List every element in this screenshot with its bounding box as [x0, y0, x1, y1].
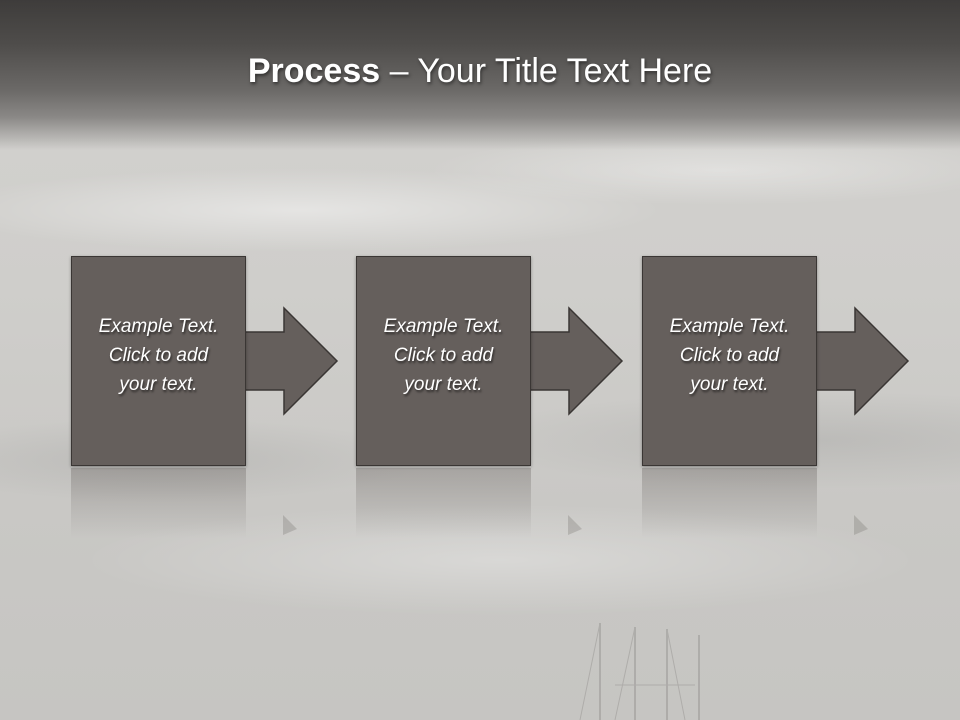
step-3-line-2: Click to add — [679, 345, 780, 366]
step-3-reflection — [642, 468, 817, 538]
sailboat-masts-decoration — [579, 622, 700, 720]
process-step-2[interactable]: Example Text. Click to add your text. — [356, 256, 531, 466]
step-2-line-1: Example Text. — [383, 316, 504, 337]
step-1-text[interactable]: Example Text. Click to add your text. — [72, 312, 245, 399]
step-2-reflection — [356, 468, 531, 538]
process-step-1[interactable]: Example Text. Click to add your text. — [71, 256, 246, 466]
step-3-line-1: Example Text. — [669, 316, 790, 337]
title-band — [0, 0, 960, 150]
title-bold: Process — [247, 52, 381, 90]
arrow-right-icon — [812, 306, 910, 416]
arrow-reflection-icon — [568, 515, 582, 535]
step-1-line-1: Example Text. — [98, 316, 219, 337]
step-2-line-3: your text. — [404, 374, 483, 395]
step-1-line-2: Click to add — [108, 345, 209, 366]
arrow-reflection-icon — [854, 515, 868, 535]
title-rest: – Your Title Text Here — [380, 52, 713, 90]
arrow-reflection-icon — [283, 515, 297, 535]
step-1-reflection — [71, 468, 246, 538]
process-step-3[interactable]: Example Text. Click to add your text. — [642, 256, 817, 466]
arrow-right-icon — [526, 306, 624, 416]
step-3-text[interactable]: Example Text. Click to add your text. — [643, 312, 816, 399]
step-3-line-3: your text. — [690, 374, 769, 395]
step-2-line-2: Click to add — [393, 345, 494, 366]
arrow-right-icon — [241, 306, 339, 416]
step-2-text[interactable]: Example Text. Click to add your text. — [357, 312, 530, 399]
slide-title[interactable]: Process – Your Title Text Here — [0, 52, 960, 91]
step-1-line-3: your text. — [119, 374, 198, 395]
